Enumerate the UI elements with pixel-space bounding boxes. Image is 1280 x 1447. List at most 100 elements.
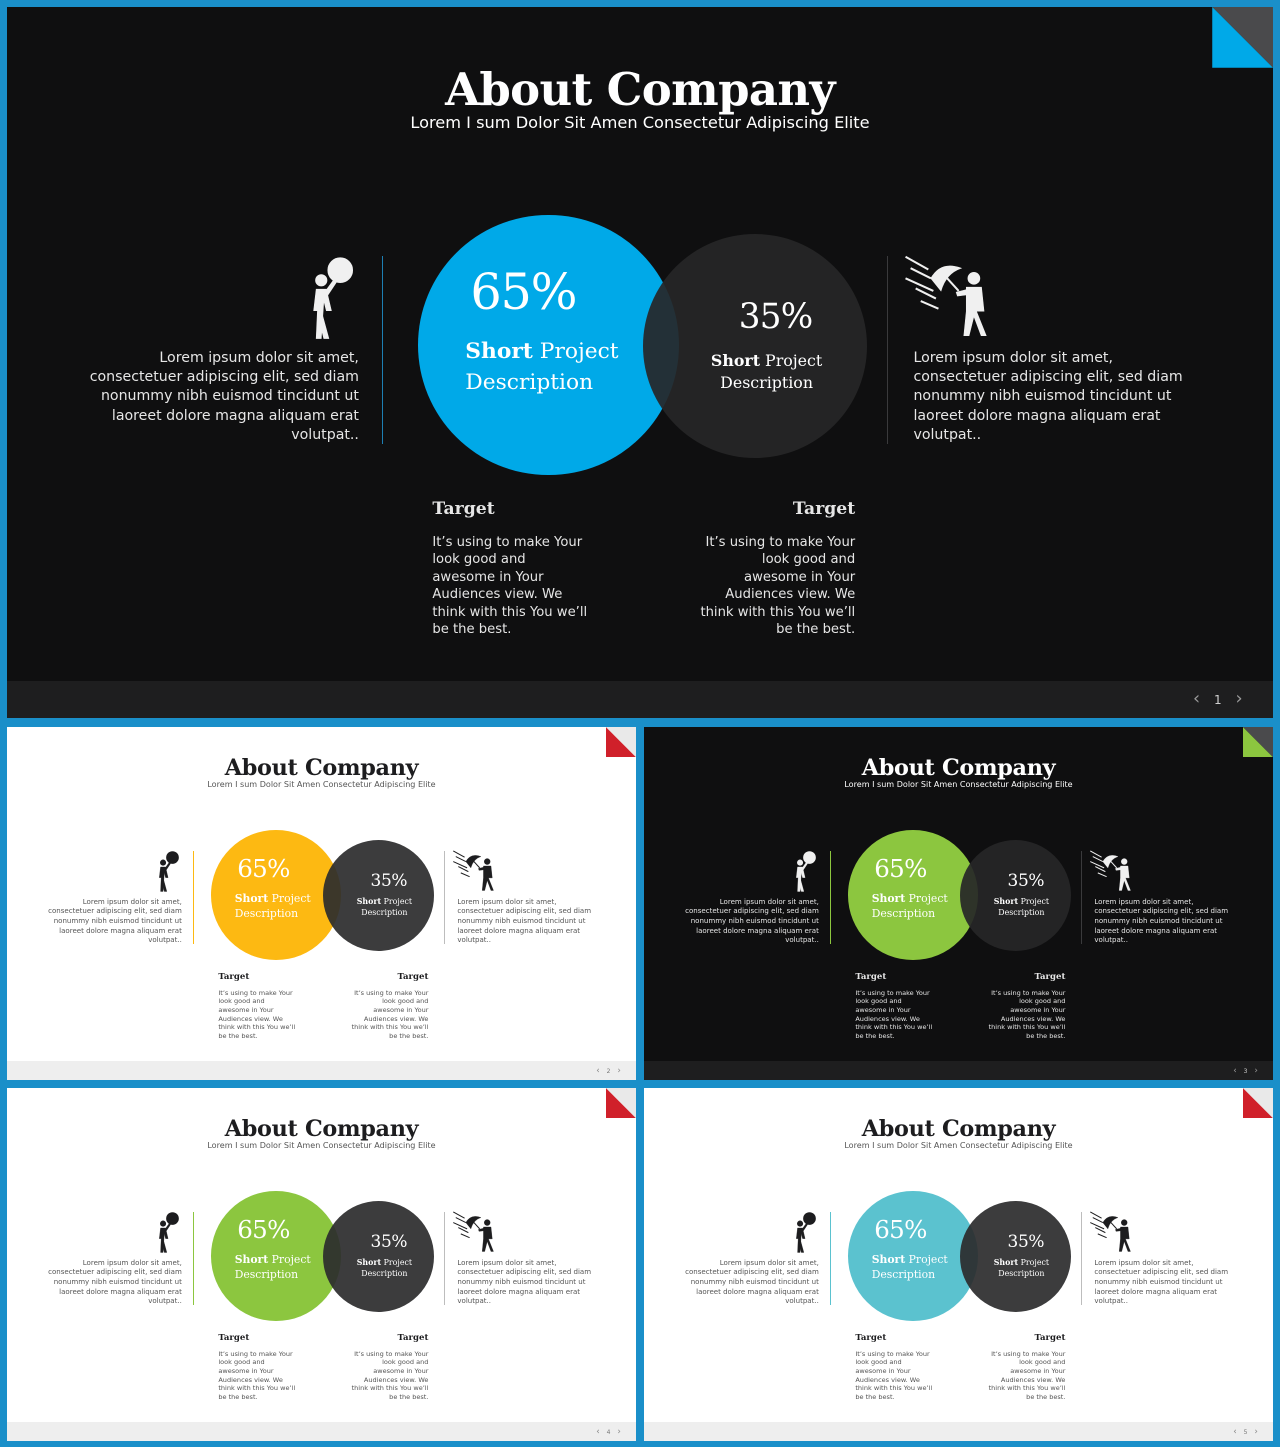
secondary-percent-circle [642, 233, 867, 458]
target-left-text: It’s using to make Your look good and aw… [218, 1349, 296, 1402]
slide-5[interactable]: About Company Lorem I sum Dolor Sit Amen… [644, 1088, 1273, 1441]
person-umbrella-icon [452, 1210, 499, 1252]
page-number: 1 [1213, 693, 1222, 708]
primary-description-bold: Short [465, 339, 533, 365]
corner-fold-decoration [1242, 1088, 1273, 1119]
corner-fold-decoration [605, 1088, 636, 1119]
primary-percent-value: 65% [237, 854, 290, 884]
chevron-right-icon[interactable]: › [617, 1065, 621, 1076]
pager: ‹ 3 › [1233, 1065, 1258, 1076]
slide-footer: ‹ 5 › [644, 1422, 1273, 1441]
slide-footer: ‹ 3 › [644, 1061, 1273, 1080]
target-left-title: Target [432, 499, 495, 520]
right-divider-line [444, 850, 445, 944]
person-target-icon [153, 1211, 182, 1253]
chevron-left-icon[interactable]: ‹ [1192, 689, 1201, 710]
chevron-right-icon[interactable]: › [1254, 1426, 1258, 1437]
secondary-description: Short Project Description [703, 350, 830, 394]
target-right-text: It’s using to make Your look good and aw… [351, 988, 429, 1041]
secondary-description: Short Project Description [353, 897, 416, 919]
chevron-right-icon[interactable]: › [1235, 689, 1243, 710]
primary-description-rest: Project Description [871, 891, 948, 920]
left-divider-line [193, 850, 194, 944]
left-paragraph: Lorem ipsum dolor sit amet, consectetuer… [685, 896, 819, 945]
slide-footer: ‹ 1 › [7, 680, 1273, 718]
secondary-percent-circle [959, 839, 1072, 951]
pager: ‹ 5 › [1233, 1426, 1258, 1437]
primary-percent-value: 65% [874, 1215, 927, 1245]
target-right-title: Target [1034, 1332, 1066, 1343]
slide-3[interactable]: About Company Lorem I sum Dolor Sit Amen… [644, 727, 1273, 1080]
slide-title: About Company [861, 754, 1056, 781]
primary-percent-circle [848, 830, 978, 960]
page-number: 4 [606, 1428, 611, 1436]
page-number: 2 [606, 1067, 611, 1075]
left-paragraph: Lorem ipsum dolor sit amet, consectetuer… [89, 349, 359, 443]
target-right-text: It’s using to make Your look good and aw… [700, 534, 856, 637]
primary-description: Short Project Description [465, 336, 655, 398]
person-target-icon [301, 255, 359, 339]
secondary-percent-circle [322, 839, 435, 951]
person-umbrella-icon [452, 849, 499, 891]
chevron-left-icon[interactable]: ‹ [596, 1426, 600, 1437]
chevron-right-icon[interactable]: › [1254, 1065, 1258, 1076]
target-right-title: Target [397, 1332, 429, 1343]
chevron-left-icon[interactable]: ‹ [1233, 1065, 1237, 1076]
primary-description-rest: Project Description [871, 1252, 948, 1281]
right-divider-line [886, 256, 889, 444]
right-divider-line [1081, 1211, 1082, 1305]
person-umbrella-icon [903, 253, 997, 337]
left-divider-line [381, 256, 384, 444]
secondary-percent-circle [322, 1200, 435, 1312]
primary-description-bold: Short [234, 891, 269, 905]
target-right-text: It’s using to make Your look good and aw… [351, 1349, 429, 1402]
right-paragraph: Lorem ipsum dolor sit amet, consectetuer… [1094, 1257, 1229, 1306]
secondary-description-rest: Project Description [361, 1258, 413, 1279]
slide-footer: ‹ 2 › [7, 1061, 636, 1080]
secondary-percent-value: 35% [370, 871, 408, 892]
slide-title: About Company [445, 62, 835, 116]
slide-1[interactable]: About Company Lorem I sum Dolor Sit Amen… [7, 7, 1273, 718]
secondary-description-rest: Project Description [998, 1258, 1050, 1279]
slide-title: About Company [224, 1115, 419, 1142]
target-left-title: Target [218, 1332, 250, 1343]
secondary-description-bold: Short [993, 897, 1019, 907]
chevron-left-icon[interactable]: ‹ [1233, 1426, 1237, 1437]
slide-4[interactable]: About Company Lorem I sum Dolor Sit Amen… [7, 1088, 636, 1441]
secondary-description-rest: Project Description [720, 351, 823, 392]
slide-subtitle: Lorem I sum Dolor Sit Amen Consectetur A… [844, 1140, 1073, 1150]
chevron-left-icon[interactable]: ‹ [596, 1065, 600, 1076]
target-right-title: Target [792, 499, 856, 520]
right-divider-line [1081, 850, 1082, 944]
left-divider-line [830, 850, 831, 944]
corner-fold-decoration [1242, 727, 1273, 758]
slide-title: About Company [224, 754, 419, 781]
person-umbrella-icon [1089, 849, 1136, 891]
slide-title: About Company [861, 1115, 1056, 1142]
target-right-title: Target [397, 971, 429, 982]
person-target-icon [790, 1211, 819, 1253]
primary-description-rest: Project Description [234, 1252, 311, 1281]
page-number: 3 [1243, 1067, 1248, 1075]
left-divider-line [193, 1211, 194, 1305]
pager: ‹ 1 › [1193, 691, 1243, 709]
slide-subtitle: Lorem I sum Dolor Sit Amen Consectetur A… [410, 112, 870, 132]
target-right-text: It’s using to make Your look good and aw… [988, 1349, 1066, 1402]
secondary-description: Short Project Description [990, 1258, 1053, 1280]
secondary-description-rest: Project Description [998, 897, 1050, 918]
chevron-right-icon[interactable]: › [617, 1426, 621, 1437]
primary-description: Short Project Description [235, 1252, 329, 1283]
corner-fold-decoration [605, 727, 636, 758]
primary-description: Short Project Description [872, 1252, 966, 1283]
target-left-text: It’s using to make Your look good and aw… [218, 988, 296, 1041]
secondary-description-rest: Project Description [361, 897, 413, 918]
right-paragraph: Lorem ipsum dolor sit amet, consectetuer… [457, 896, 592, 945]
target-left-title: Target [855, 971, 887, 982]
right-paragraph: Lorem ipsum dolor sit amet, consectetuer… [457, 1257, 592, 1306]
slide-subtitle: Lorem I sum Dolor Sit Amen Consectetur A… [207, 1140, 436, 1150]
slide-2[interactable]: About Company Lorem I sum Dolor Sit Amen… [7, 727, 636, 1080]
primary-percent-circle [211, 1191, 341, 1321]
secondary-percent-circle [959, 1200, 1072, 1312]
secondary-percent-value: 35% [1007, 1232, 1045, 1253]
primary-percent-circle [848, 1191, 978, 1321]
